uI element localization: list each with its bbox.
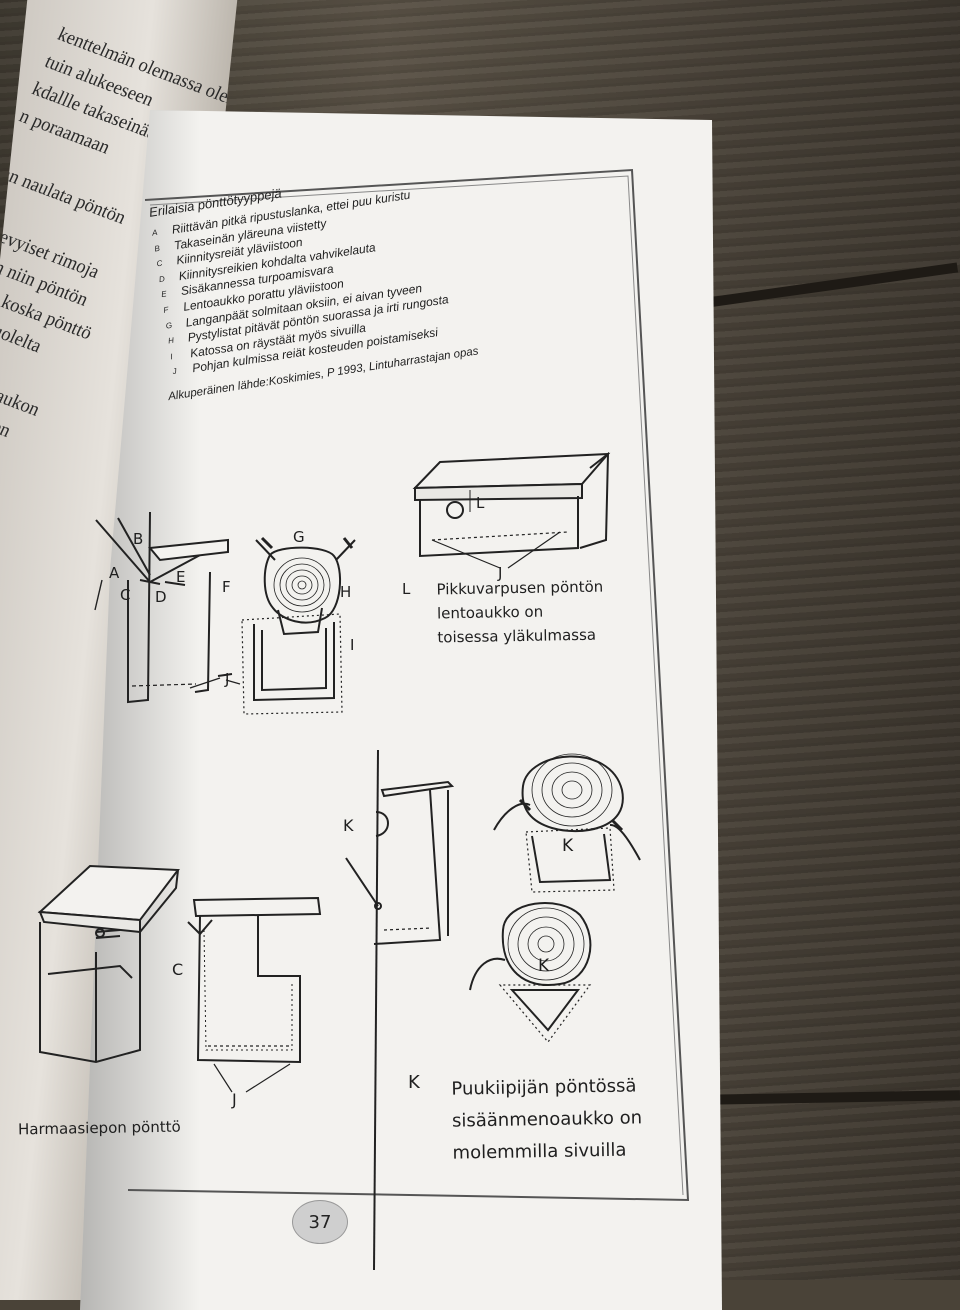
caption-line: lentoaukko on [436,602,544,623]
label-J: J [225,670,230,688]
caption-line: Pikkuvarpusen pöntön [436,577,604,599]
birdhouse-L-drawing [412,451,611,569]
caption-line: sisäänmenoaukko on [451,1107,643,1132]
birdhouse-harmaasieppo-side [187,896,322,1093]
birdhouse-K-front-top [493,753,641,893]
label-D: D [155,588,167,606]
label-E: E [176,568,186,586]
caption-line: toisessa yläkulmassa [437,625,597,647]
page-number: 37 [292,1200,348,1244]
label-K-top: K [562,836,574,856]
page-frame-inner [149,175,684,1196]
legend-letter: J [172,366,178,377]
label-J-top: J [498,564,503,582]
label-J-bottom: J [232,1090,237,1109]
caption-line: molemmilla sivuilla [452,1139,627,1164]
label-K-bottom: K [538,956,550,976]
label-A: A [109,564,120,582]
label-F: F [222,578,231,596]
label-L-diagram: L [476,494,485,512]
label-G: G [293,528,305,546]
caption-line: Puukiipijän pöntössä [451,1075,637,1100]
caption-L-letter: L [402,580,411,598]
page-illustrations [37,168,690,1271]
pointer-J-mid [225,679,241,685]
caption-K: Puukiipijän pöntössä sisäänmenoaukko on mo… [451,1070,643,1169]
right-page [80,110,722,1310]
label-B: B [133,530,144,548]
label-K-side: K [343,816,354,835]
birdhouse-side-profile [94,511,233,704]
label-H: H [340,583,352,601]
label-I: I [350,636,355,654]
caption-K-letter: K [408,1072,420,1093]
birdhouse-K-side [345,749,455,1271]
birdhouse-harmaasieppo-perspective [37,864,180,1064]
birdhouse-on-tree-front [241,536,356,715]
birdhouse-K-front-bottom [469,902,592,1043]
label-C-bottom: C [172,960,184,979]
caption-harmaasieppo: Harmaasiepon pönttö [17,1117,181,1139]
pointer-J-left [189,677,221,689]
label-C: C [120,586,131,604]
page-frame-border [127,168,690,1202]
birdhouse-diagrams [37,451,641,1271]
